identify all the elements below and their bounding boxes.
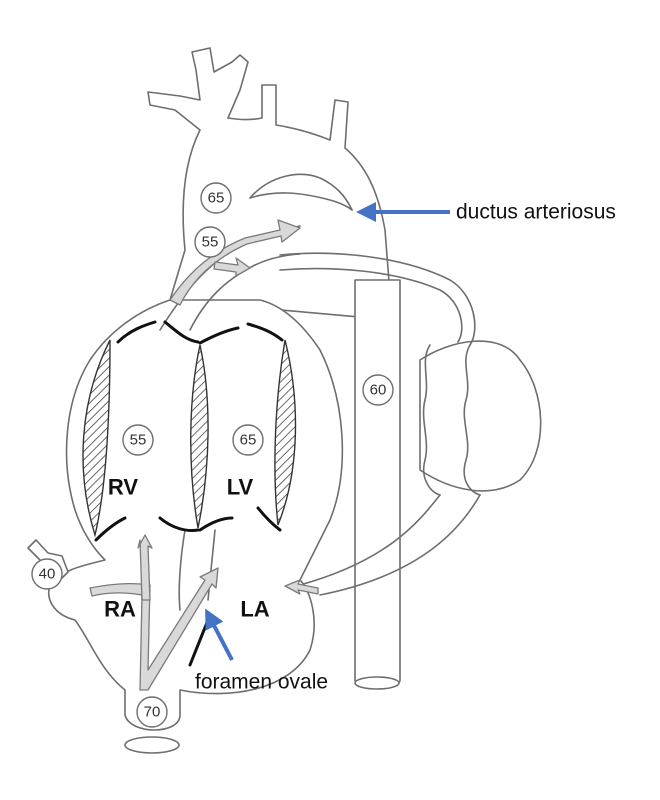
foramen-ovale-label: foramen ovale [195,671,328,694]
aortic-valve-left [198,326,240,345]
pulmonary-vein-flow-arrow [284,579,319,595]
ivc-pressure-value: 70 [144,704,161,721]
ductus-flow-arrow [213,257,251,277]
rv-wall-left [82,339,111,538]
mitral-valve-left [198,516,234,532]
descending-aorta-pressure-value: 60 [370,382,387,399]
la-label: LA [240,597,269,622]
tricuspid-valve-right [158,516,200,532]
lv-pressure-value: 65 [240,432,257,449]
svc-pressure-badge: 40 [31,558,63,590]
pulmonary-valve-right [163,320,200,344]
mitral-valve-right [256,506,282,532]
pulmonary-trunk-pressure-badge: 55 [194,226,226,258]
aortic-valve-right [246,322,284,342]
lv-pressure-badge: 65 [232,424,264,456]
interventricular-septum [190,344,209,529]
pulmonary-trunk-pressure-value: 55 [202,234,219,251]
foramen-pointer-arrow [205,608,234,661]
valves [94,320,284,667]
descending-aorta [354,279,401,690]
ductus-arteriosus-label: ductus arteriosus [456,201,616,224]
ivc-pressure-badge: 70 [136,696,168,728]
ra-label: RA [104,597,136,622]
pulmonary-trunk-flow-arrow [169,219,301,306]
tricuspid-flow-arrow [137,534,153,601]
rv-pressure-value: 55 [130,432,147,449]
right-atrium-flow-arrow [89,567,219,691]
foramen-ovale-flap [188,618,210,667]
tricuspid-valve-left [94,516,127,542]
pressure-badges: 65 55 55 65 60 40 70 [31,182,394,728]
pulmonary-vessels [279,252,542,596]
aorta-pressure-badge: 65 [200,182,232,214]
aorta-pressure-value: 65 [208,190,225,207]
chamber-labels: RV LV RA LA [104,475,270,622]
ventricle-walls [82,339,297,538]
rv-label: RV [108,475,138,500]
callouts: ductus arteriosus foramen ovale [195,201,616,694]
flow-arrows [89,219,319,691]
lv-wall-right [274,339,297,526]
descending-aorta-pressure-badge: 60 [362,374,394,406]
lv-label: LV [227,475,254,500]
svc-pressure-value: 40 [39,566,56,583]
pulmonary-valve-left [116,320,157,344]
rv-pressure-badge: 55 [122,424,154,456]
